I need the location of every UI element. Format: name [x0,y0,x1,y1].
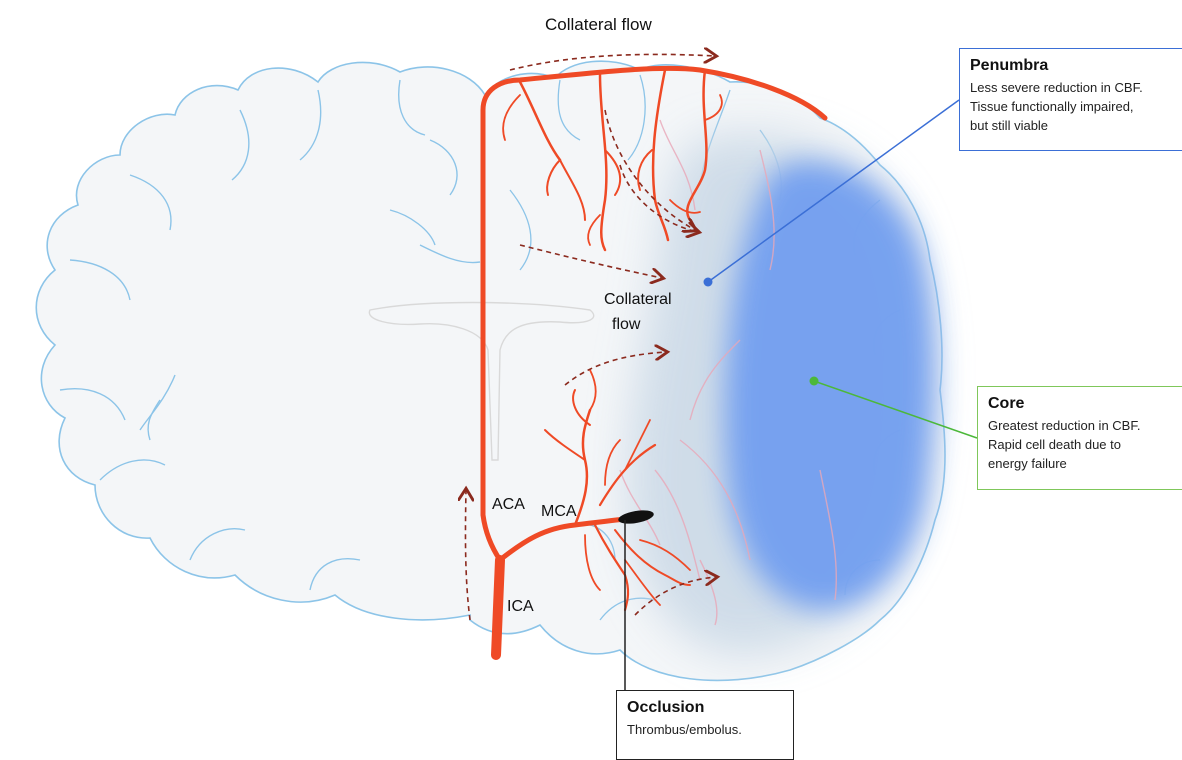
core-pointer-dot [810,377,819,386]
penumbra-callout: Penumbra Less severe reduction in CBF. T… [959,48,1182,151]
occlusion-title: Occlusion [627,699,783,717]
core-line-2: Rapid cell death due to [988,435,1176,454]
label-aca: ACA [492,496,525,513]
label-collateral-flow-mid-1: Collateral [604,291,672,308]
penumbra-line-3: but still viable [970,116,1174,135]
label-collateral-flow-mid-2: flow [612,316,641,333]
ica-vessel [496,560,500,655]
occlusion-line-1: Thrombus/embolus. [627,720,783,739]
core-line-1: Greatest reduction in CBF. [988,416,1176,435]
label-collateral-flow-top: Collateral flow [545,15,652,34]
label-ica: ICA [507,598,534,615]
penumbra-line-2: Tissue functionally impaired, [970,97,1174,116]
core-line-3: energy failure [988,454,1176,473]
core-title: Core [988,395,1176,413]
label-mca: MCA [541,503,577,520]
penumbra-title: Penumbra [970,57,1174,75]
penumbra-line-1: Less severe reduction in CBF. [970,78,1174,97]
penumbra-pointer-dot [704,278,713,287]
occlusion-callout: Occlusion Thrombus/embolus. [616,690,794,760]
core-callout: Core Greatest reduction in CBF. Rapid ce… [977,386,1182,490]
